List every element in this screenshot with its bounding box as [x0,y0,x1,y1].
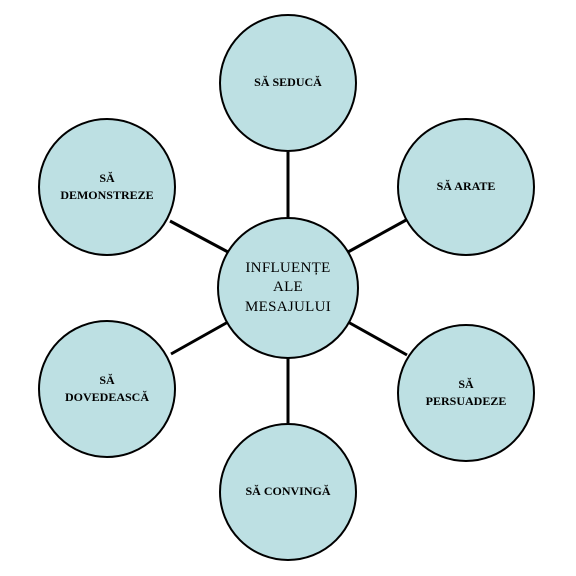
node-label: SĂ [99,170,115,185]
node-sa-convinga: SĂ CONVINGĂ [219,423,357,561]
connector-lower-right [347,320,408,357]
node-sa-persuadeze: SĂ PERSUADEZE [397,324,535,462]
connector-upper-right [347,217,409,254]
node-sa-seduca: SĂ SEDUCĂ [219,14,357,152]
node-center-influente-ale-mesajului: INFLUENȚE ALE MESAJULUI [217,217,359,359]
node-label: SĂ CONVINGĂ [245,484,331,499]
node-sa-demonstreze: SĂ DEMONSTREZE [38,118,176,256]
node-label: DEMONSTREZE [60,188,154,202]
node-sa-dovedeasca: SĂ DOVEDEASCĂ [38,320,176,458]
connector-upper-left [169,219,229,254]
node-sa-arate: SĂ ARATE [397,118,535,256]
node-label: SĂ [99,372,115,387]
node-label: SĂ SEDUCĂ [254,75,322,90]
node-label: SĂ ARATE [436,179,496,194]
connector-lower-left [170,320,229,356]
node-label: PERSUADEZE [425,394,507,408]
node-label: SĂ [458,376,474,391]
node-label: DOVEDEASCĂ [64,390,149,404]
center-label: ALE [272,279,304,296]
center-label: INFLUENȚE [245,259,331,276]
center-label: MESAJULUI [244,298,332,315]
